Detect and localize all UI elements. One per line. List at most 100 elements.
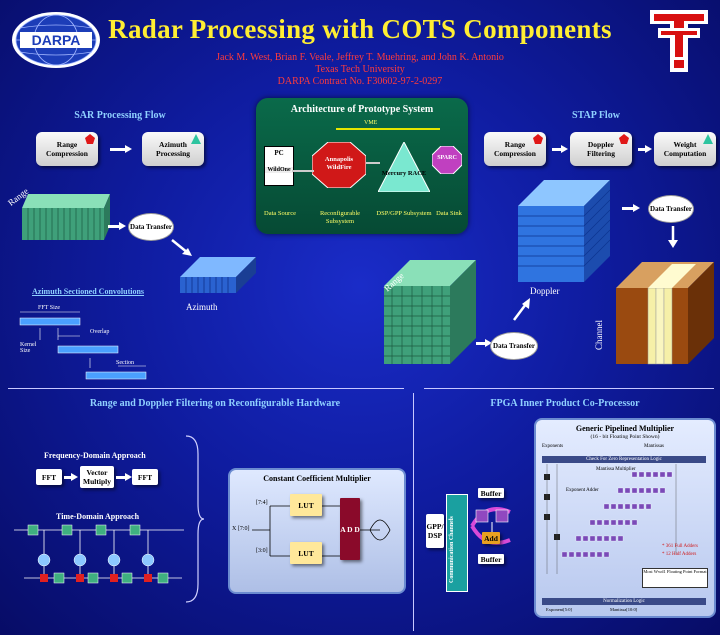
gpm-adder-array <box>536 464 714 594</box>
stap-channel-cube <box>612 256 718 366</box>
gpm-half-adders: * 12 Half Adders <box>662 552 697 557</box>
sar-data-transfer: Data Transfer <box>128 213 174 241</box>
sar-range-compression-label: Range Compression <box>46 140 88 158</box>
sar-azimuth-processing-box: Azimuth Processing <box>142 132 204 166</box>
freq-heading: Frequency-Domain Approach <box>44 451 146 460</box>
fpga-heading: FPGA Inner Product Co-Processor <box>490 398 640 409</box>
sar-range-block <box>14 188 114 248</box>
stap-doppler-box: Doppler Filtering <box>570 132 632 166</box>
pc-label: PC <box>274 149 284 157</box>
triangle-icon <box>191 134 201 144</box>
pentagon-icon <box>619 134 629 144</box>
annapolis-label: Annapolis WildFire <box>324 156 354 171</box>
gpm-mantissa-multiplier: Mantissa Multiplier <box>596 467 636 472</box>
gpm-zero-check: Check For Zero Representation Logic <box>542 456 706 463</box>
gpm-exp-out: Exponent[5:0] <box>546 607 572 612</box>
stap-doppler-cube <box>514 176 614 286</box>
darpa-logo: DARPA <box>10 10 102 70</box>
gpm-subtitle: (16 - bit Floating Point Shown) <box>590 434 660 440</box>
gpm-title: Generic Pipelined Multiplier <box>575 424 675 433</box>
gpm-norm: Normalization Logic <box>542 598 706 605</box>
comm-label: Communication Channels <box>449 516 455 583</box>
mercury-triangle: Mercury RACE <box>377 140 431 193</box>
poster-title: Radar Processing with COTS Components <box>108 14 612 44</box>
reconfig-label: Reconfigurable Subsystem <box>319 210 361 225</box>
stap-weight-label: Weight Computation <box>663 140 707 158</box>
pentagon-icon <box>85 134 95 144</box>
divider <box>424 388 714 389</box>
gpm-exponents: Exponents <box>542 444 564 449</box>
annapolis-octagon: Annapolis WildFire <box>311 141 367 189</box>
authors: Jack M. West, Brian F. Veale, Jeffrey T.… <box>216 52 504 63</box>
fft-box-1: FFT <box>36 469 62 485</box>
texas-tech-logo <box>648 8 710 74</box>
sparc-label: SPARC <box>437 155 457 161</box>
stap-doppler-label-text: Doppler <box>530 286 560 296</box>
section-label: Section <box>116 360 134 366</box>
time-heading: Time-Domain Approach <box>56 512 140 521</box>
overlap-label: Overlap <box>90 329 110 335</box>
ccm-in-top: [7:4] <box>256 500 268 506</box>
stap-range-compression-box: Range Compression <box>484 132 546 166</box>
arrow-icon <box>116 473 132 481</box>
fpga-add-box: Add <box>482 532 500 544</box>
ccm-in-label: X [7:0] <box>232 526 250 532</box>
fft-box-2: FFT <box>132 469 158 485</box>
link-line <box>366 162 380 164</box>
divider <box>8 388 404 389</box>
vme-label: VME <box>364 120 378 126</box>
stap-data-transfer-bottom: Data Transfer <box>490 332 538 360</box>
arrow-icon <box>510 298 532 327</box>
gpm-panel: Generic Pipelined Multiplier (16 - bit F… <box>534 418 716 618</box>
arrow-icon <box>64 473 78 481</box>
gpp-box: GPP/ DSP <box>426 514 444 548</box>
gpm-exponent-adder: Exponent Adder <box>566 488 599 493</box>
ccm-wires <box>230 470 404 592</box>
mercury-label: Mercury RACE <box>381 170 427 177</box>
arrow-icon <box>668 226 678 253</box>
sar-range-compression-box: Range Compression <box>36 132 98 166</box>
arrow-icon <box>110 145 132 153</box>
data-sink-label: Data Sink <box>436 210 462 217</box>
sar-azimuth-block <box>178 255 258 299</box>
fpga-core-diagram <box>466 498 526 554</box>
sar-azimuth-label: Azimuth <box>186 302 218 312</box>
stap-doppler-label: Doppler Filtering <box>587 140 615 158</box>
sar-heading: SAR Processing Flow <box>74 110 166 121</box>
architecture-heading: Architecture of Prototype System <box>290 104 434 115</box>
lut-box-top: LUT <box>290 494 322 516</box>
buffer-bottom: Buffer <box>478 554 504 564</box>
arrow-icon <box>108 222 126 230</box>
arrow-icon <box>552 145 568 153</box>
arrow-icon <box>638 145 652 153</box>
stap-heading: STAP Flow <box>572 110 620 121</box>
arrow-icon <box>622 204 640 212</box>
triangle-icon <box>703 134 713 144</box>
arrow-icon <box>170 238 194 263</box>
stap-channel-label: Channel <box>594 320 604 350</box>
lut-box-bottom: LUT <box>290 542 322 564</box>
link-line <box>292 170 314 172</box>
contract: DARPA Contract No. F30602-97-2-0297 <box>277 76 443 87</box>
gpm-man-out: Mantissa[10:0] <box>610 607 638 612</box>
convolution-diagram <box>10 298 170 386</box>
stap-range-cube <box>380 256 480 368</box>
stap-weight-box: Weight Computation <box>654 132 716 166</box>
stap-range-compression-label: Range Compression <box>494 140 536 158</box>
arrow-icon <box>476 339 492 347</box>
buffer-top: Buffer <box>478 488 504 498</box>
stap-data-transfer-top: Data Transfer <box>648 195 694 223</box>
filtering-heading: Range and Doppler Filtering on Reconfigu… <box>89 398 341 409</box>
pentagon-icon <box>533 134 543 144</box>
gpm-mantissas: Mantissas <box>644 444 664 449</box>
ccm-in-bottom: [3:0] <box>256 548 268 554</box>
architecture-panel: Architecture of Prototype System VME PC … <box>256 98 468 234</box>
conv-heading: Azimuth Sectioned Convolutions <box>32 287 145 296</box>
sar-azimuth-processing-label: Azimuth Processing <box>155 140 191 158</box>
add-box: A D D <box>340 498 360 560</box>
vme-bus <box>336 128 440 130</box>
comm-channel: Communication Channels <box>446 494 468 592</box>
vector-multiply-box: Vector Multiply <box>80 466 114 488</box>
pc-box: PC WildOne <box>264 146 294 186</box>
